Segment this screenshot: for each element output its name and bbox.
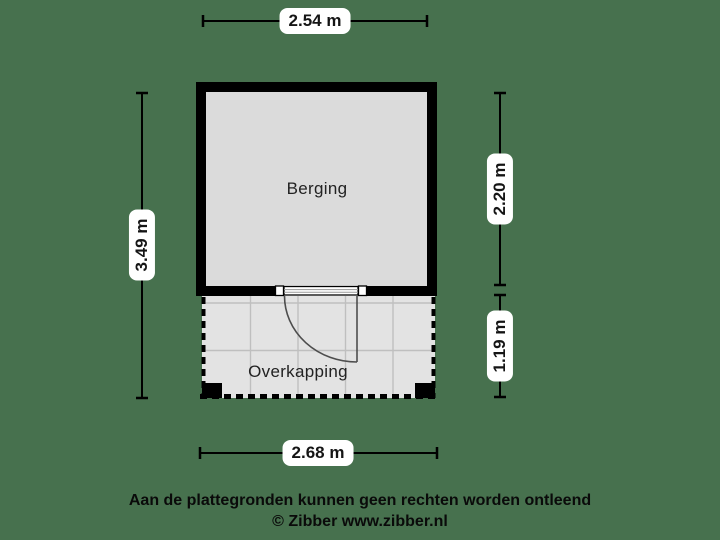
overkapping-dashed-border <box>200 297 437 399</box>
dimension-label-left: 3.49 m <box>128 209 156 281</box>
disclaimer-text: Aan de plattegronden kunnen geen rechten… <box>128 492 592 509</box>
dimension-label-top: 2.54 m <box>279 7 351 35</box>
door-jamb-right <box>357 285 368 297</box>
room-label-overkapping: Overkapping <box>248 362 348 381</box>
dimension-label-bottom: 2.68 m <box>282 439 354 467</box>
room-label-berging: Berging <box>286 179 348 198</box>
door-threshold <box>274 285 368 297</box>
credit-text: © Zibber www.zibber.nl <box>272 513 448 530</box>
post-left <box>202 383 222 398</box>
overkapping-area <box>202 290 435 398</box>
post-right <box>415 383 435 398</box>
door-arc <box>283 295 358 363</box>
door-swing <box>283 295 358 363</box>
berging-walls <box>196 82 437 296</box>
dimension-label-right-lower: 1.19 m <box>486 310 514 382</box>
overkapping-tile-grid <box>203 296 434 397</box>
dimension-label-right-upper: 2.20 m <box>486 153 514 225</box>
door-jamb-left <box>274 285 285 297</box>
